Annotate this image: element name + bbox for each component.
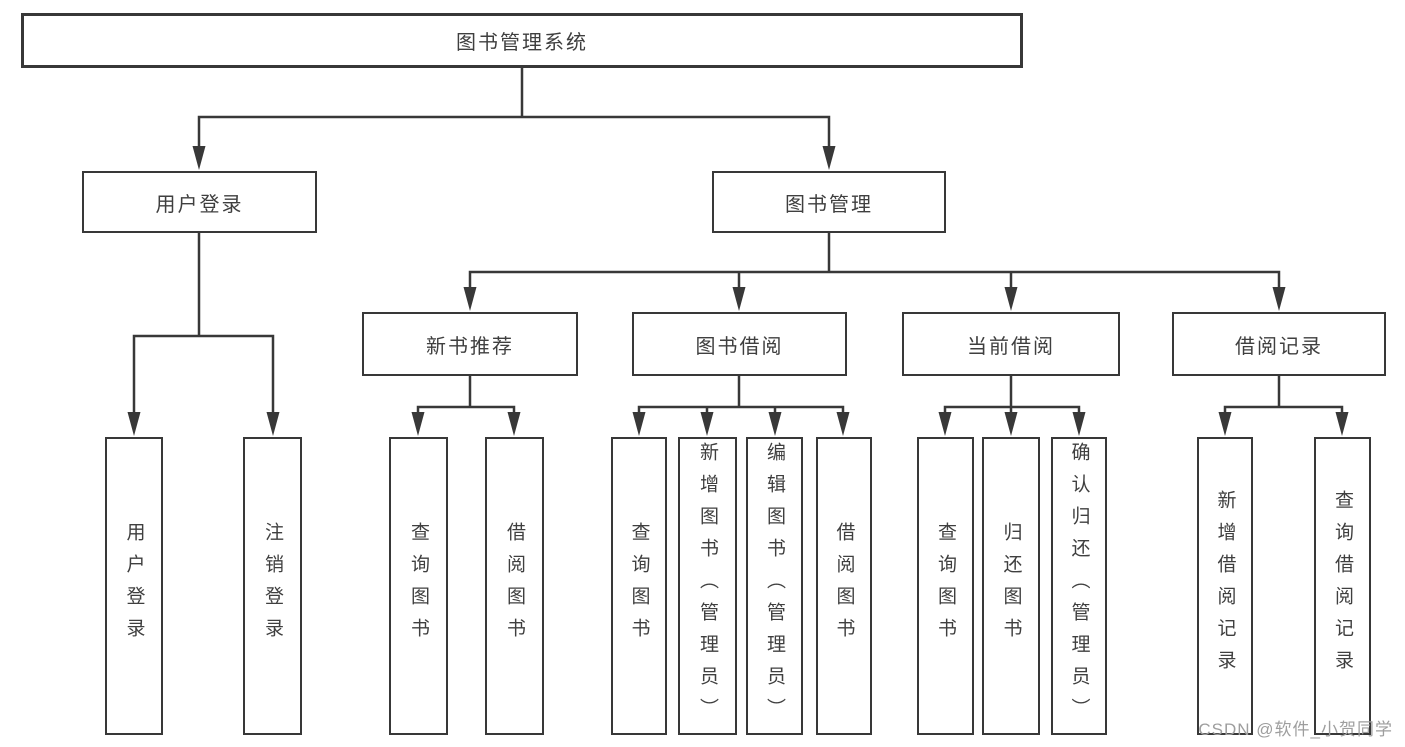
node-book-management: 图书管理 — [712, 171, 946, 233]
node-new-book-recommend: 新书推荐 — [362, 312, 578, 376]
node-label: 借阅图书 — [504, 522, 525, 650]
leaf-user-login: 用户登录 — [105, 437, 163, 735]
leaf-query-borrow-record: 查询借阅记录 — [1314, 437, 1371, 735]
node-label: 新书推荐 — [426, 335, 514, 358]
node-label: 新增图书（管理员） — [697, 442, 718, 730]
leaf-add-books-admin: 新增图书（管理员） — [678, 437, 737, 735]
node-label: 图书借阅 — [695, 335, 784, 358]
node-label: 确认归还（管理员） — [1068, 442, 1090, 730]
leaf-query-books-recommend: 查询图书 — [389, 437, 448, 735]
node-label: 新增借阅记录 — [1214, 490, 1236, 682]
node-label: 用户登录 — [123, 522, 145, 650]
node-label: 查询图书 — [408, 522, 429, 650]
node-label: 借阅图书 — [833, 522, 855, 650]
leaf-query-books-borrow: 查询图书 — [611, 437, 667, 735]
node-label: 借阅记录 — [1235, 335, 1323, 358]
node-label: 注销登录 — [262, 522, 283, 650]
leaf-add-borrow-record: 新增借阅记录 — [1197, 437, 1253, 735]
leaf-confirm-return-admin: 确认归还（管理员） — [1051, 437, 1107, 735]
node-label: 当前借阅 — [967, 335, 1055, 358]
node-label: 图书管理 — [785, 193, 873, 216]
leaf-return-books: 归还图书 — [982, 437, 1040, 735]
csdn-watermark: CSDN @软件_小贺同学 — [1198, 720, 1393, 739]
node-label: 查询借阅记录 — [1332, 490, 1353, 682]
node-borrow-records: 借阅记录 — [1172, 312, 1386, 376]
node-book-borrow: 图书借阅 — [632, 312, 847, 376]
leaf-borrow-books: 借阅图书 — [816, 437, 872, 735]
node-library-management-system: 图书管理系统 — [21, 13, 1023, 68]
node-label: 归还图书 — [1000, 522, 1022, 650]
node-label: 查询图书 — [935, 522, 956, 650]
node-current-borrow: 当前借阅 — [902, 312, 1120, 376]
leaf-edit-books-admin: 编辑图书（管理员） — [746, 437, 803, 735]
arrowhead-icons — [127, 146, 1349, 436]
leaf-borrow-books-recommend: 借阅图书 — [485, 437, 544, 735]
node-user-login: 用户登录 — [82, 171, 317, 233]
leaf-logout: 注销登录 — [243, 437, 302, 735]
node-label: 用户登录 — [155, 193, 244, 216]
leaf-query-books-current: 查询图书 — [917, 437, 974, 735]
node-label: 查询图书 — [628, 522, 650, 650]
node-label: 编辑图书（管理员） — [764, 442, 785, 730]
node-label: 图书管理系统 — [456, 32, 588, 54]
